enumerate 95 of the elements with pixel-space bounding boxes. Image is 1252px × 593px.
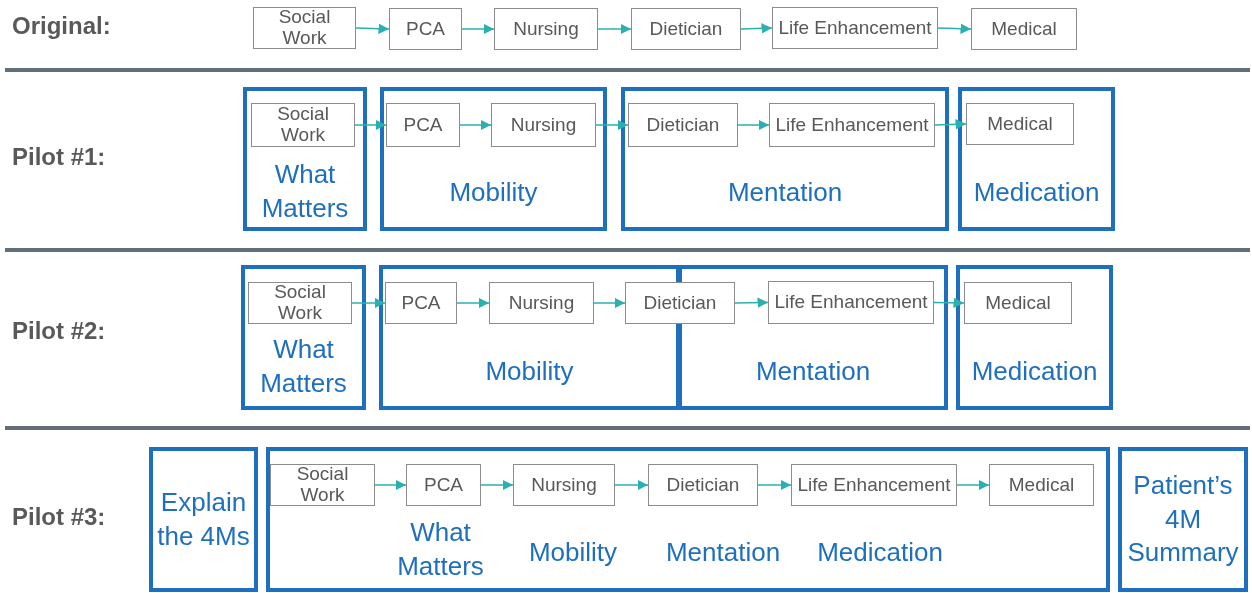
process-box (631, 8, 741, 50)
group-title: Mentation (726, 176, 844, 209)
arrow (480, 479, 514, 491)
box-label: Dietician (666, 474, 740, 496)
process-box (386, 103, 460, 147)
process-box (494, 8, 598, 50)
process-box (385, 282, 457, 324)
group-title: Mentation (754, 355, 872, 388)
box-label: PCA (401, 292, 441, 314)
row-label: Pilot #2: (12, 317, 106, 345)
process-box (791, 464, 957, 506)
group-box (1118, 447, 1248, 592)
box-label: Social Work (276, 104, 330, 146)
process-box (964, 282, 1072, 324)
box-label: Life Enhancement (774, 292, 928, 313)
process-box (248, 282, 352, 324)
arrow (734, 297, 769, 308)
group-box (621, 87, 949, 231)
group-title: Explain the 4Ms (156, 485, 251, 553)
process-box (389, 8, 462, 50)
process-box (648, 464, 758, 506)
group-box (380, 87, 607, 231)
group-title: Medication (970, 355, 1099, 388)
process-box (625, 282, 735, 324)
row-label: Original: (12, 12, 111, 40)
process-box (491, 103, 596, 147)
box-label: Nursing (508, 292, 575, 314)
group-title: Mobility (448, 176, 539, 209)
box-label: Life Enhancement (775, 114, 929, 136)
process-box (270, 464, 375, 506)
group-title: Medication (972, 176, 1101, 209)
group-title: Mentation (664, 536, 782, 569)
arrow (934, 119, 967, 130)
arrow (374, 479, 407, 491)
box-label: Medical (1008, 474, 1075, 496)
arrow (355, 23, 390, 34)
box-label: Life Enhancement (778, 17, 932, 39)
group-box (956, 265, 1113, 410)
process-box (966, 103, 1074, 145)
group-box (149, 447, 258, 592)
box-label: Nursing (513, 18, 579, 40)
arrow (354, 119, 387, 131)
box-label: Medical (985, 292, 1051, 314)
arrow (937, 23, 972, 34)
box-label: Social Work (295, 464, 350, 506)
process-box (772, 7, 938, 49)
arrow (737, 119, 770, 131)
box-label: Life Enhancement (797, 474, 951, 496)
box-label: PCA (405, 18, 446, 40)
box-label: Social Work (273, 282, 327, 324)
box-label: Dietician (646, 114, 720, 136)
box-label: PCA (403, 114, 443, 136)
group-box (243, 87, 367, 231)
box-label: Medical (991, 18, 1057, 40)
arrow (956, 479, 990, 491)
group-title: Medication (816, 536, 944, 569)
arrow (595, 119, 629, 131)
process-box (253, 7, 356, 49)
process-box (971, 8, 1077, 50)
arrow (597, 23, 632, 35)
arrow (757, 479, 792, 491)
arrow (461, 23, 495, 35)
arrow (933, 297, 965, 309)
row-label: Pilot #1: (12, 143, 106, 171)
box-label: Social Work (277, 7, 332, 49)
group-title: Patient’s 4M Summary (1126, 468, 1240, 570)
box-label: Medical (987, 113, 1053, 135)
group-title: What Matters (260, 158, 350, 225)
arrow (740, 23, 773, 34)
arrow (351, 297, 386, 309)
process-box (513, 464, 615, 506)
box-label: Dietician (649, 18, 723, 40)
arrow (593, 297, 626, 309)
group-title: Mobility (484, 355, 575, 388)
box-label: Nursing (510, 114, 577, 136)
group-box (241, 265, 366, 410)
row-label: Pilot #3: (12, 503, 106, 531)
process-box (769, 103, 935, 147)
group-title: Mobility (527, 536, 619, 569)
process-box (406, 464, 481, 506)
arrow (614, 479, 649, 491)
group-title: What Matters (396, 516, 485, 583)
group-box (958, 87, 1115, 231)
process-box (628, 103, 738, 147)
process-box (251, 103, 355, 147)
box-label: PCA (423, 474, 464, 496)
process-box (768, 281, 934, 324)
group-title: What Matters (259, 333, 348, 400)
arrow (459, 119, 492, 131)
process-box (989, 464, 1094, 506)
group-box (266, 447, 1110, 592)
box-label: Dietician (643, 292, 717, 314)
process-box (489, 282, 594, 324)
box-label: Nursing (531, 474, 597, 496)
arrow (456, 297, 490, 309)
